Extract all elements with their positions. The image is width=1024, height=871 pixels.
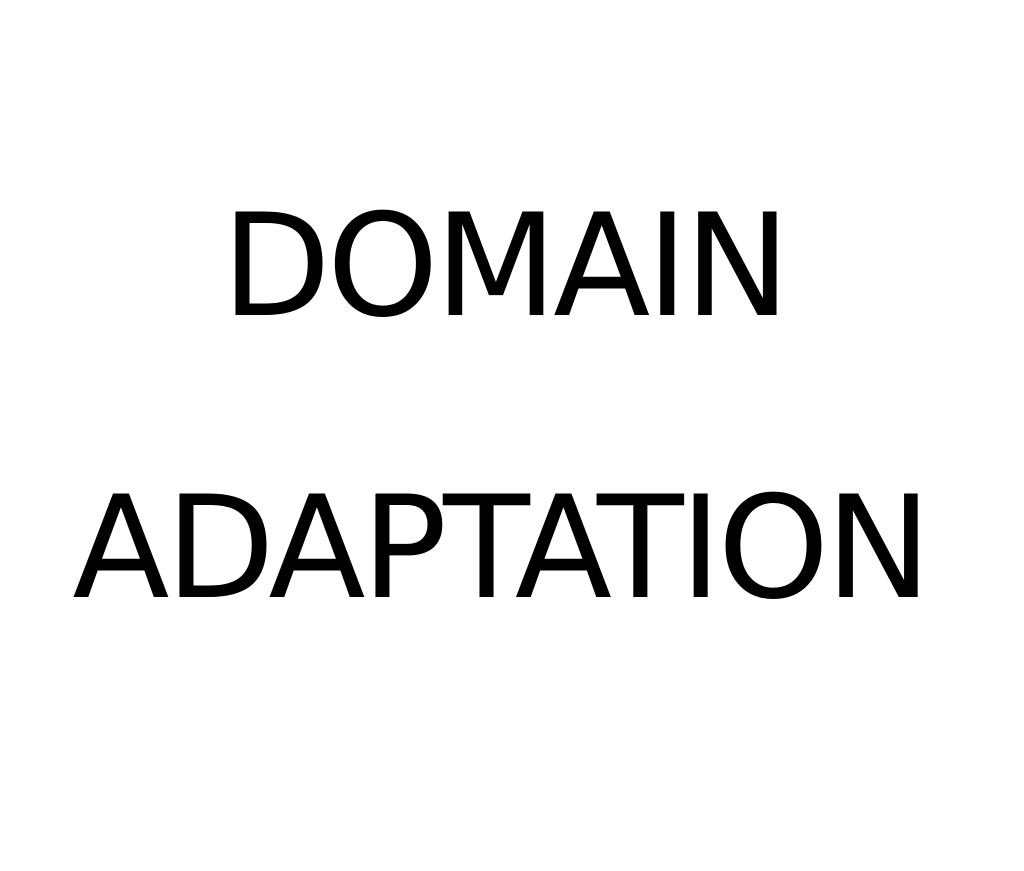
title-line-2: ADAPTATION — [72, 466, 931, 631]
title-line-1: DOMAIN — [221, 184, 791, 349]
